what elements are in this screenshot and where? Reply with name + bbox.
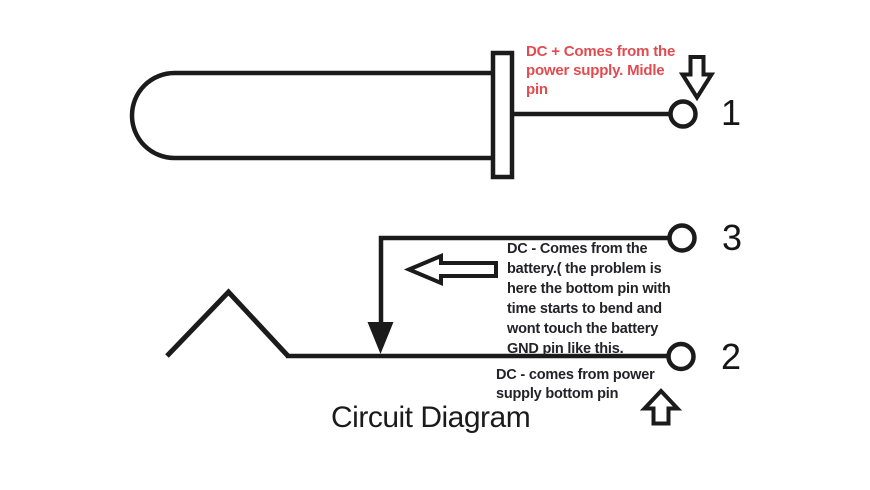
- led-body: [129, 70, 494, 161]
- pin-1-label: 1: [720, 92, 742, 133]
- pin-2-terminal: [666, 341, 696, 372]
- dc-minus-battery-note: DC - Comes from the battery.( the proble…: [507, 241, 671, 357]
- dc-plus-note: DC + Comes from the power supply. Midle …: [526, 43, 676, 98]
- pin-1-terminal: [668, 99, 698, 129]
- pin-3-lead: [378, 235, 670, 330]
- bend-pointer-arrowhead: [367, 322, 394, 354]
- up-arrow-icon: [639, 388, 683, 426]
- pin-3-label: 3: [721, 217, 743, 258]
- down-arrow-icon: [678, 55, 716, 102]
- led-flange: [490, 50, 515, 180]
- diagram-title: Circuit Diagram: [331, 401, 531, 434]
- bent-pin-zigzag: [165, 288, 290, 358]
- pin-2-label: 2: [720, 336, 742, 377]
- dc-minus-power-note: DC - comes from power supply bottom pin: [496, 367, 655, 402]
- left-arrow-icon: [403, 252, 498, 287]
- pin-3-terminal: [667, 223, 697, 253]
